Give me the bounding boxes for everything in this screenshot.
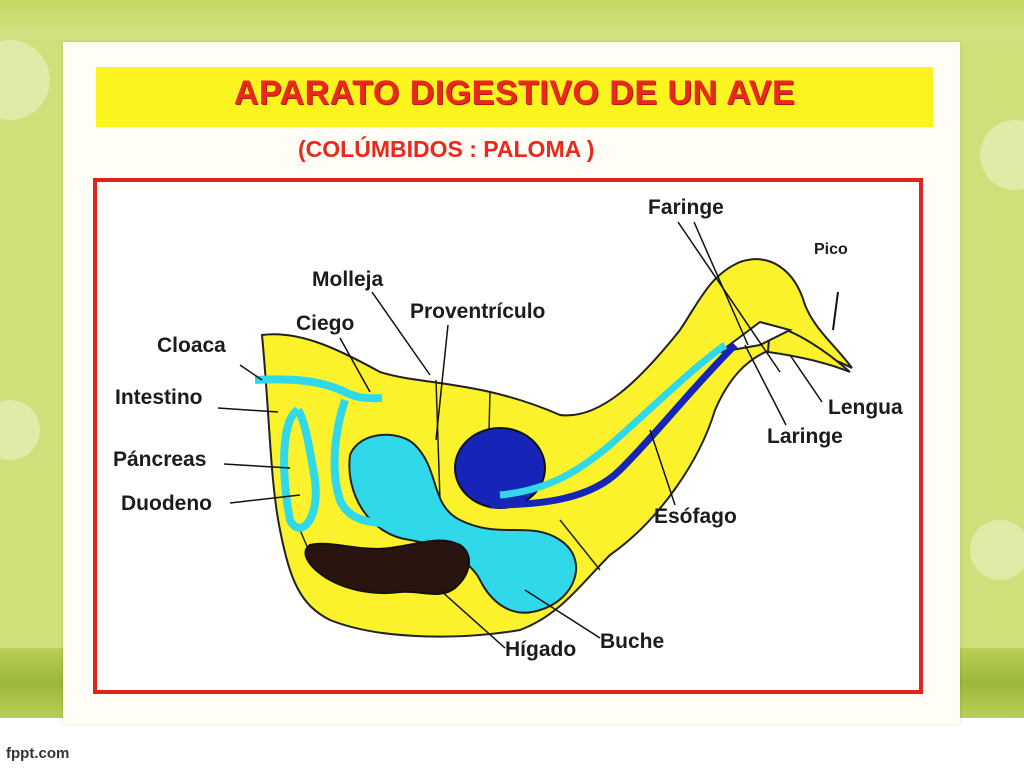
liver-organ <box>304 539 470 596</box>
trachea-tube <box>499 342 728 499</box>
background-bottom <box>0 718 1024 768</box>
intestine-tube <box>254 375 421 532</box>
label-pancreas: Páncreas <box>113 448 207 471</box>
label-lengua: Lengua <box>828 396 903 419</box>
background-top <box>0 0 1024 40</box>
label-cloaca: Cloaca <box>157 334 226 357</box>
label-molleja: Molleja <box>312 268 384 291</box>
slide-title: APARATO DIGESTIVO DE UN AVE <box>233 74 796 112</box>
background-dot <box>970 520 1024 580</box>
gizzard-organ <box>454 427 546 509</box>
label-ciego: Ciego <box>296 312 355 335</box>
title-bar <box>96 67 933 127</box>
label-proventriculo: Proventrículo <box>410 300 546 323</box>
label-buche: Buche <box>600 630 665 653</box>
beak-shape <box>766 323 851 373</box>
label-duodeno: Duodeno <box>121 492 212 515</box>
label-intestino: Intestino <box>115 386 203 409</box>
footer-brand: fppt.com <box>6 745 70 762</box>
label-higado: Hígado <box>505 638 577 661</box>
crop-organ <box>348 433 578 614</box>
label-leader-lines <box>217 221 823 649</box>
label-laringe: Laringe <box>767 425 843 448</box>
label-pico: Pico <box>814 241 848 258</box>
label-faringe: Faringe <box>648 196 724 219</box>
pico-pointer <box>832 291 839 331</box>
slide-subtitle: (COLÚMBIDOS : PALOMA ) <box>298 136 595 162</box>
label-esofago: Esófago <box>654 505 737 528</box>
esophagus-tube <box>489 342 738 509</box>
